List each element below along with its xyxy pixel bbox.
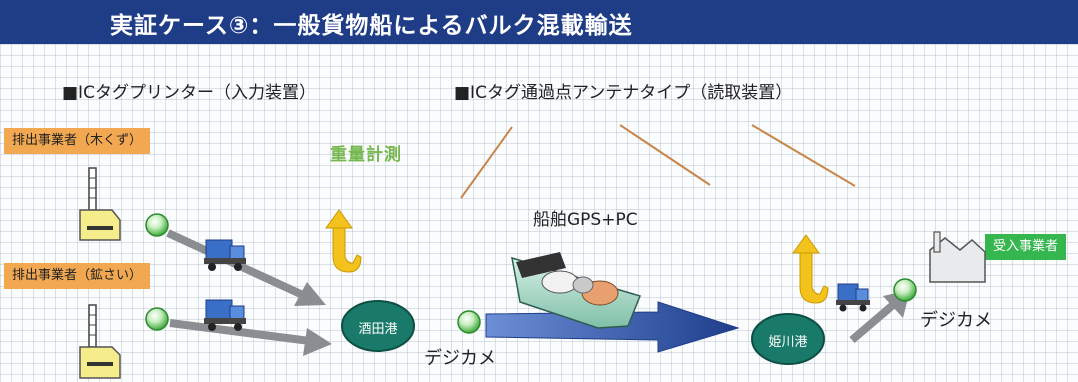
receiver-tag: 受入事業者	[985, 234, 1067, 260]
weighing-arrow-destination-icon	[792, 234, 829, 304]
antenna-lines	[460, 124, 856, 199]
cargo-ship-icon	[511, 252, 642, 329]
factory-wood-icon	[79, 167, 121, 241]
port-origin-label: 酒田港	[358, 322, 398, 337]
weighing-label: 重量計測	[330, 145, 402, 165]
weighing-arrow-origin-icon	[325, 209, 362, 273]
truck-arrow-upper	[166, 229, 326, 306]
port-destination-label: 姫川港	[768, 335, 808, 350]
camera-label-origin: デジカメ	[424, 348, 496, 369]
antenna-heading: ■ICタグ通過点アンテナタイプ（読取装置）	[454, 83, 793, 103]
tag-node-receiver	[893, 278, 917, 302]
tag-node-slag	[145, 307, 169, 331]
camera-label-destination: デジカメ	[920, 310, 992, 331]
title-bar: 実証ケース③：一般貨物船によるバルク混載輸送	[0, 0, 1078, 44]
printer-heading: ■ICタグプリンター（入力装置）	[62, 83, 316, 103]
source-tag-wood: 排出事業者（木くず）	[4, 128, 151, 154]
factory-slag-icon	[79, 304, 121, 379]
port-origin-shape	[341, 300, 415, 352]
receiving-plant-icon	[929, 231, 986, 283]
truck-icon-lower	[204, 299, 246, 331]
ic-tag-nodes	[145, 213, 917, 334]
truck-arrow-lower	[169, 319, 332, 356]
truck-icon-delivery	[836, 283, 870, 312]
tag-node-origin-port	[457, 310, 481, 334]
truck-icon-upper	[204, 239, 246, 271]
port-destination-shape	[751, 313, 825, 365]
page-title: 実証ケース③：一般貨物船によるバルク混載輸送	[110, 13, 633, 39]
source-tag-slag: 排出事業者（鉱さい）	[4, 263, 151, 289]
tag-node-wood	[145, 213, 169, 237]
ship-gps-label: 船舶GPS+PC	[533, 210, 638, 230]
